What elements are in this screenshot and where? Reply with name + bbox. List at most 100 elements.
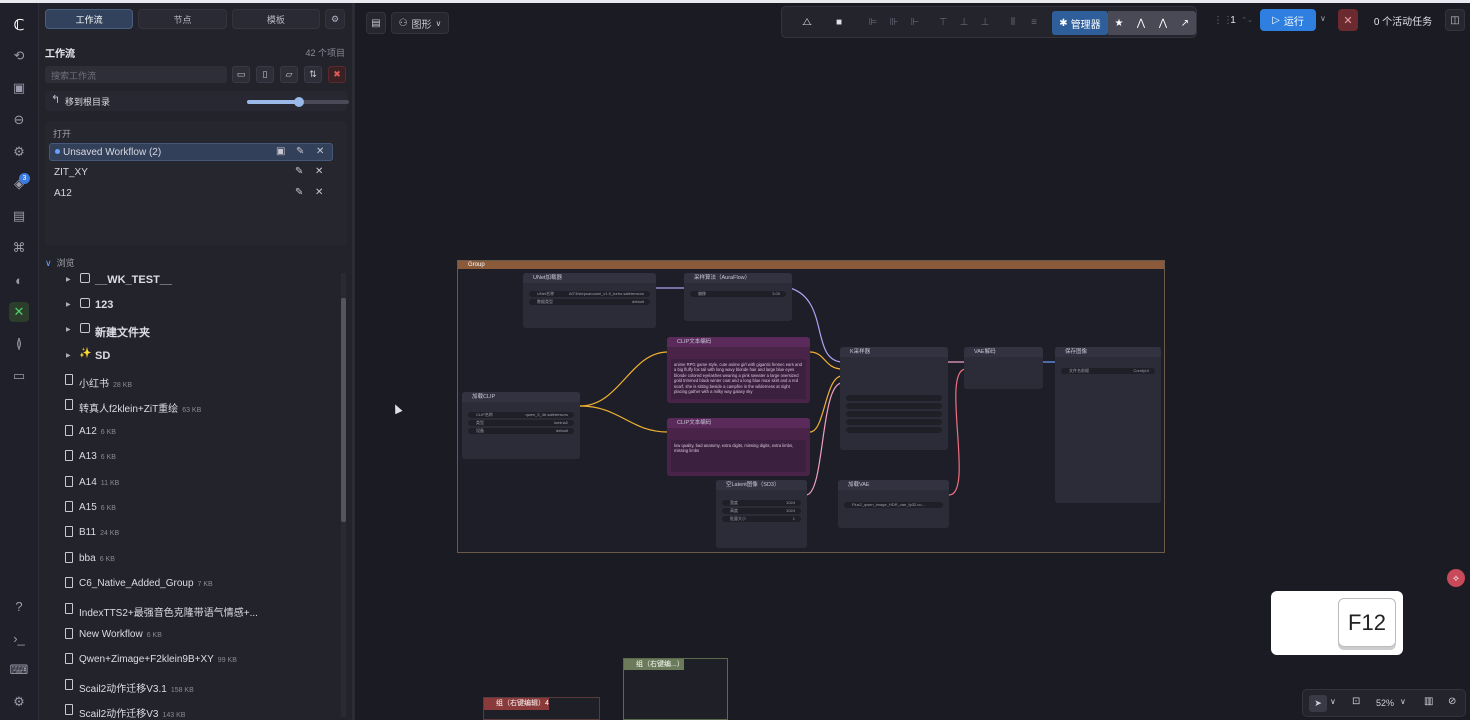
- bookmark-icon[interactable]: ■: [835, 16, 843, 28]
- new-folder-icon[interactable]: ▭: [232, 66, 250, 83]
- unet-loader-node[interactable]: UNet加载器 UNet名称 AIT3/stepcarousel_v1.5_tu…: [523, 273, 656, 328]
- history-icon[interactable]: ⟲: [13, 48, 25, 63]
- slider-knob[interactable]: [294, 97, 304, 107]
- positive-prompt-node[interactable]: CLIP文本编码 anime RPG game style, cute anim…: [667, 337, 810, 403]
- minimap-icon[interactable]: ▥: [1424, 696, 1434, 707]
- ksampler-widget[interactable]: [846, 419, 942, 425]
- vae-name-widget[interactable]: Flux2_qwen_image_HDR_vae_fp32.co...: [844, 502, 943, 508]
- view-mode-dropdown[interactable]: ⚇图形∨: [391, 12, 449, 34]
- vae-loader-node[interactable]: 加载VAE Flux2_qwen_image_HDR_vae_fp32.co..…: [838, 480, 949, 528]
- unet-name-widget[interactable]: UNet名称 AIT3/stepcarousel_v1.5_turbo.safe…: [529, 291, 650, 297]
- move-to-root-row[interactable]: ↰ 移到根目录: [45, 91, 349, 111]
- star-icon[interactable]: ★: [1108, 11, 1130, 35]
- align-left-icon[interactable]: ⊫: [868, 16, 878, 28]
- tab-nodes[interactable]: 节点: [138, 9, 227, 29]
- close-icon[interactable]: ✕: [315, 166, 324, 177]
- run-button[interactable]: ▷运行: [1260, 9, 1316, 31]
- ksampler-widget[interactable]: [846, 403, 942, 409]
- link-icon[interactable]: ⊖: [13, 112, 25, 127]
- search-input[interactable]: 搜索工作流: [45, 66, 227, 83]
- folder-item[interactable]: ▶新建文件夹: [45, 319, 335, 341]
- mascot-alt-icon[interactable]: ⋀: [1152, 11, 1174, 35]
- palette-icon[interactable]: ◐: [15, 272, 23, 288]
- distribute-h-icon[interactable]: ⫴: [1010, 16, 1016, 28]
- manager-button[interactable]: ✱管理器: [1052, 11, 1108, 35]
- fit-view-icon[interactable]: ⊡: [1352, 696, 1361, 707]
- align-right-icon[interactable]: ⊩: [910, 16, 920, 28]
- folder-item[interactable]: ▶✨SD: [45, 345, 335, 367]
- queue-icon[interactable]: ≬: [15, 336, 23, 351]
- ksampler-widget[interactable]: [846, 395, 942, 401]
- chevron-down-icon[interactable]: ∨: [1330, 697, 1336, 706]
- prompt-textarea[interactable]: low quality, bad anatomy, extra digits, …: [671, 440, 806, 472]
- active-tasks[interactable]: 0 个活动任务: [1373, 16, 1433, 28]
- help-icon[interactable]: ?: [15, 598, 23, 614]
- open-item-zit-xy[interactable]: ZIT_XY ✎ ✕: [49, 164, 333, 182]
- queue-count-input[interactable]: ⋮⋮1⌃⌄: [1213, 9, 1253, 31]
- zoom-level[interactable]: 52%: [1376, 698, 1395, 708]
- negative-prompt-node[interactable]: CLIP文本编码 low quality, bad anatomy, extra…: [667, 418, 810, 476]
- folder-item[interactable]: ▶__WK_TEST__: [45, 269, 335, 291]
- prompt-textarea[interactable]: anime RPG game style, cute anime girl wi…: [671, 359, 806, 399]
- layout-icon[interactable]: ▭: [12, 368, 26, 383]
- delete-icon[interactable]: ✖: [328, 66, 346, 83]
- folder-item[interactable]: ▶123: [45, 294, 335, 316]
- edit-icon[interactable]: ✎: [295, 166, 304, 177]
- extensions-icon[interactable]: ◈: [14, 176, 24, 191]
- sort-icon[interactable]: ⇅: [304, 66, 322, 83]
- comfy-logo-icon[interactable]: ℂ: [13, 17, 25, 34]
- share-icon[interactable]: ↗: [1174, 11, 1196, 35]
- terminal-icon[interactable]: ›_: [13, 630, 25, 646]
- ksampler-node[interactable]: K采样器: [840, 347, 948, 450]
- open-folder-icon[interactable]: ▱: [280, 66, 298, 83]
- translate-icon[interactable]: ⟡: [1447, 569, 1465, 587]
- close-icon[interactable]: ✕: [316, 146, 325, 157]
- align-middle-icon[interactable]: ⊥: [959, 16, 969, 28]
- edit-icon[interactable]: ✎: [295, 187, 304, 198]
- hide-links-icon[interactable]: ⊘: [1448, 696, 1457, 707]
- distribute-v-icon[interactable]: ≡: [1031, 16, 1037, 28]
- run-options-icon[interactable]: ∨: [1320, 14, 1326, 23]
- tab-workflows[interactable]: 工作流: [45, 9, 134, 29]
- align-top-icon[interactable]: ⊤: [938, 16, 948, 28]
- tree-scrollbar[interactable]: [341, 273, 346, 717]
- layout-toggle-icon[interactable]: ▤: [366, 12, 386, 34]
- align-logo-icon[interactable]: ⧍: [802, 16, 812, 28]
- align-bottom-icon[interactable]: ⊥: [980, 16, 990, 28]
- edit-icon[interactable]: ✎: [296, 146, 305, 157]
- stop-icon[interactable]: ✕: [1338, 9, 1358, 31]
- ksampler-widget[interactable]: [846, 411, 942, 417]
- new-file-icon[interactable]: ▯: [256, 66, 274, 83]
- scroll-thumb[interactable]: [341, 298, 346, 522]
- panel-settings-icon[interactable]: ⚙: [324, 9, 345, 29]
- image-icon[interactable]: ▣: [12, 80, 26, 95]
- mini-group-edit[interactable]: 组（右键编...）: [623, 658, 728, 720]
- file-item[interactable]: IndexTTS2+最强音色克隆带语气情感+...: [45, 599, 335, 621]
- workflows-icon[interactable]: ✕: [9, 302, 29, 322]
- tab-templates[interactable]: 模板: [231, 9, 320, 29]
- templates-icon[interactable]: ▤: [12, 208, 26, 223]
